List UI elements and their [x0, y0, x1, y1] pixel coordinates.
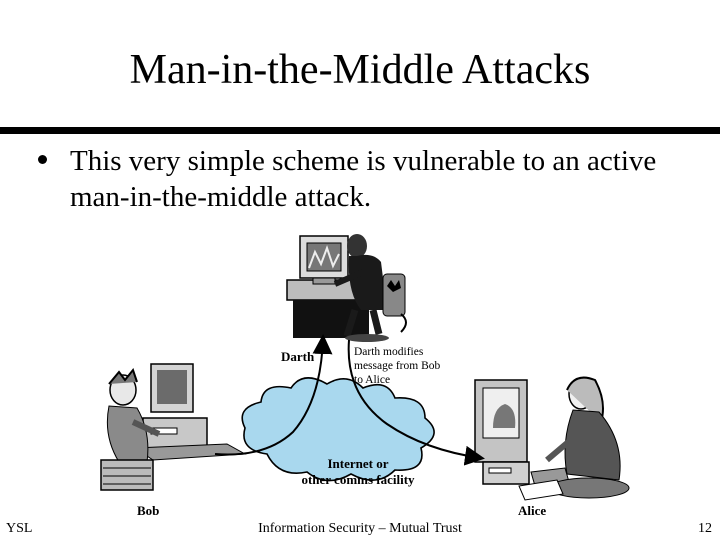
bullet-icon	[38, 155, 47, 164]
footer-course-title: Information Security – Mutual Trust	[258, 521, 462, 536]
bob-to-darth-arrow	[214, 334, 333, 456]
bob-label: Bob	[137, 503, 160, 518]
mitm-diagram	[100, 234, 630, 501]
darth-to-alice-arrow	[347, 339, 485, 466]
darth-figure	[286, 234, 407, 342]
footer-author: YSL	[6, 521, 33, 536]
alice-figure	[474, 376, 630, 501]
page-number: 12	[698, 521, 712, 536]
darth-note-line-2: message from Bob	[354, 360, 441, 372]
slide-title: Man-in-the-Middle Attacks	[129, 47, 591, 93]
darth-note-line-1: Darth modifies	[354, 346, 424, 358]
cloud-label-line-1: Internet or	[327, 456, 389, 471]
alice-label: Alice	[518, 503, 547, 518]
title-divider	[0, 127, 720, 134]
mitm-illustration: Darth Darth modifies message from Bob to…	[95, 222, 655, 522]
internet-cloud	[241, 377, 435, 482]
bullet-text: This very simple scheme is vulnerable to…	[70, 145, 657, 213]
darth-label: Darth	[281, 349, 315, 364]
cloud-label-line-2: other comms facility	[301, 472, 415, 487]
darth-note-line-3: to Alice	[354, 374, 391, 386]
bob-figure	[100, 363, 247, 491]
